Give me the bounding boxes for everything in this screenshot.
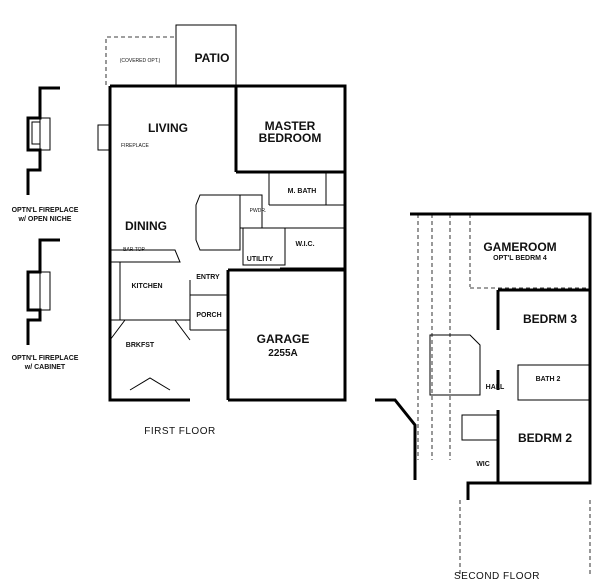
first-floor-walls — [97, 24, 347, 402]
patio-label: PATIO — [195, 51, 230, 65]
dining-label: DINING — [125, 219, 167, 233]
option-cabinet-label-2: w/ CABINET — [24, 364, 66, 371]
covered-label: (COVERED OPT.) — [120, 58, 161, 64]
wic2-label: WIC — [476, 461, 490, 468]
utility-label: UTILITY — [247, 256, 274, 263]
second-floor-walls — [375, 212, 592, 575]
entry-label: ENTRY — [196, 274, 220, 281]
option-cabinet-label-1: OPTN'L FIREPLACE — [12, 355, 79, 362]
mbath-label: M. BATH — [288, 188, 317, 195]
master-label-1: MASTER — [265, 119, 316, 133]
option-niche-label-1: OPTN'L FIREPLACE — [12, 207, 79, 214]
kitchen-label: KITCHEN — [131, 283, 162, 290]
optional-fireplace-cabinet — [26, 238, 60, 345]
optional-fireplace-open-niche — [26, 86, 60, 195]
second-floor-caption: SECOND FLOOR — [454, 571, 540, 582]
brkfst-label: BRKFST — [126, 342, 155, 349]
garage-label: GARAGE — [257, 332, 310, 346]
pwdr-label: PWDR. — [250, 208, 267, 214]
bar-top-label: BAR TOP — [123, 247, 145, 253]
first-floor-caption: FIRST FLOOR — [144, 426, 215, 437]
fireplace-label: FIREPLACE — [121, 143, 149, 149]
living-label: LIVING — [148, 121, 188, 135]
hall-label: HALL — [486, 384, 505, 391]
bedrm3-label: BEDRM 3 — [523, 312, 577, 326]
wic-label: W.I.C. — [295, 241, 314, 248]
master-label-2: BEDROOM — [259, 131, 322, 145]
gameroom-label: GAMEROOM — [483, 240, 556, 254]
bedrm2-label: BEDRM 2 — [518, 431, 572, 445]
bath2-label: BATH 2 — [536, 376, 561, 383]
option-niche-label-2: w/ OPEN NICHE — [18, 216, 72, 223]
bedrm4-label: OPT'L BEDRM 4 — [493, 255, 547, 262]
porch-label: PORCH — [196, 312, 221, 319]
plan-number: 2255A — [268, 348, 297, 359]
